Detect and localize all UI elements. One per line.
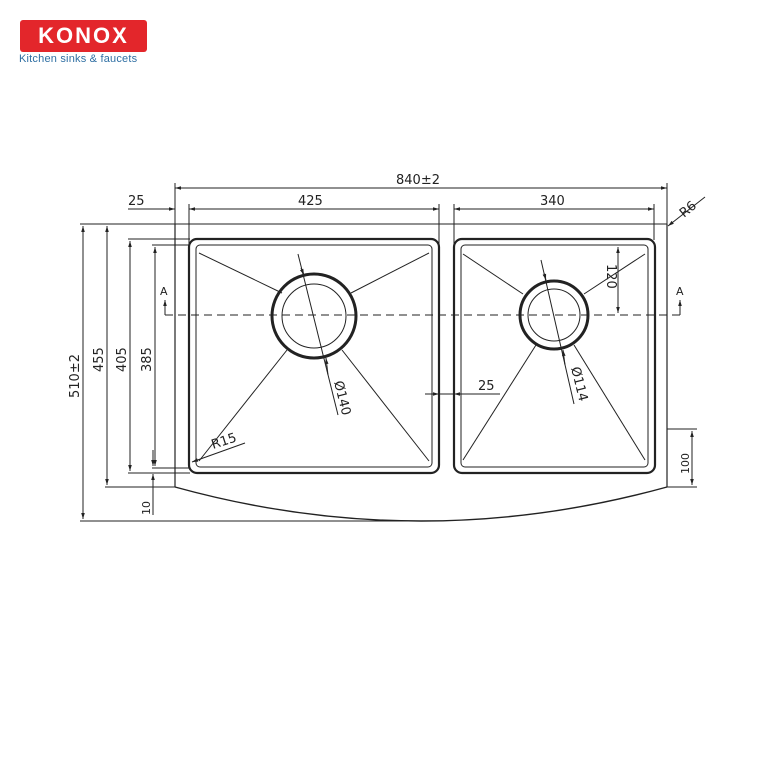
dim-overall-width [174,183,668,228]
label-right-drain-offset: 120 [603,264,618,289]
label-left-offset: 25 [128,194,145,209]
label-455: 455 [92,347,107,372]
label-left-bowl-width: 425 [298,194,323,209]
left-bowl [187,237,441,475]
label-bottom-offset: 10 [140,501,153,515]
left-drain [270,272,358,360]
label-385: 385 [140,347,155,372]
label-apron-height: 100 [679,453,692,474]
brand-tagline: Kitchen sinks & faucets [19,53,138,65]
label-right-drain: Ø114 [567,365,590,403]
section-marker-left: A [160,285,168,298]
label-r6: R6 [677,198,700,221]
label-overall-depth: 510±2 [68,354,83,398]
label-right-bowl-width: 340 [540,194,565,209]
label-overall-width: 840±2 [396,173,440,188]
label-r15: R15 [210,431,239,453]
section-marker-right: A [676,285,684,298]
dim-apron-height [667,428,697,488]
right-bowl [452,237,657,475]
brand-logo: KONOX [20,20,147,52]
label-405: 405 [115,347,130,372]
label-divider: 25 [478,379,495,394]
r6-leader [667,196,706,227]
